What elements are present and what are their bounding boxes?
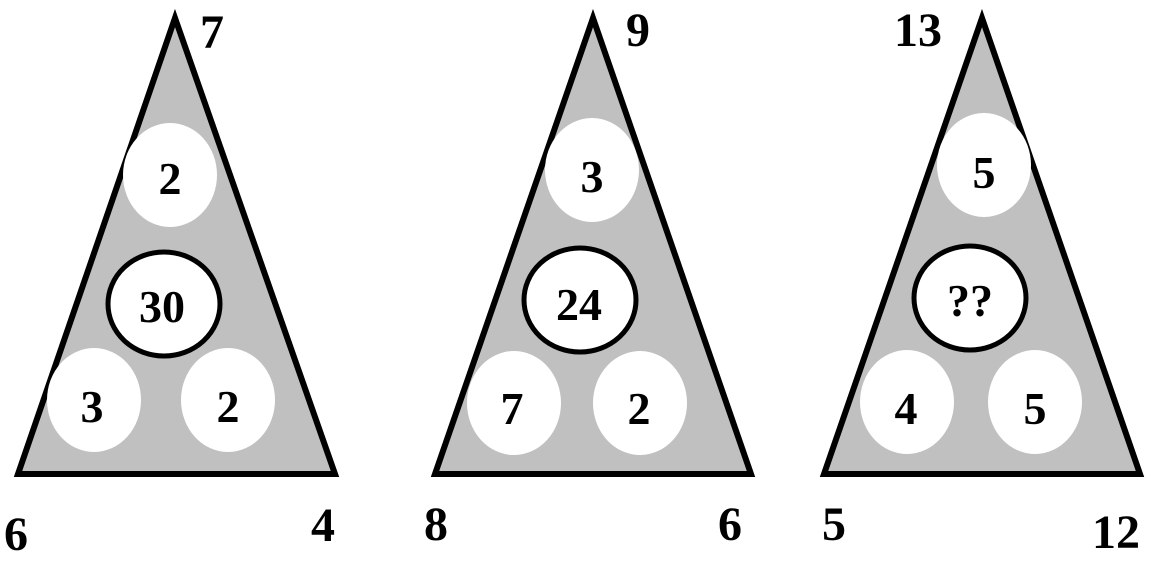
bottom-right-circle [988,350,1082,454]
center-ellipse [911,243,1029,353]
center-value: 30 [139,281,185,332]
bottom-right-circle-value: 5 [1024,383,1047,434]
bottom-right-corner-value: 4 [311,499,335,552]
top-corner-value: 13 [894,4,942,57]
bottom-left-circle [860,350,954,454]
bottom-left-corner-value: 5 [822,498,846,551]
bottom-left-circle-value: 7 [501,383,524,434]
bottom-right-circle [181,348,275,452]
bottom-left-circle [467,351,561,455]
top-circle-value: 5 [973,147,996,198]
bottom-left-corner-value: 8 [424,498,448,551]
top-circle-value: 2 [159,153,182,204]
triangle-puzzle-3: 5 ?? 4 5 13 5 12 [819,4,1145,559]
center-ellipse [105,249,223,359]
bottom-left-circle-value: 4 [895,383,918,434]
bottom-left-circle-value: 3 [81,381,104,432]
top-corner-value: 9 [626,4,650,57]
bottom-left-circle [47,348,141,452]
center-value: 24 [556,279,602,330]
bottom-right-circle [593,351,687,455]
top-circle [937,113,1031,217]
top-corner-value: 7 [200,6,224,59]
top-circle [123,123,217,227]
top-circle-value: 3 [581,151,604,202]
center-value: ?? [947,275,993,326]
center-ellipse [521,245,639,355]
bottom-left-corner-value: 6 [4,508,28,560]
triangle-puzzle-1: 2 30 3 2 7 6 4 [4,6,340,561]
bottom-right-circle-value: 2 [628,383,651,434]
triangle-puzzle-2: 3 24 7 2 9 8 6 [424,4,756,551]
bottom-right-corner-value: 6 [718,498,742,551]
top-circle [545,118,639,222]
bottom-right-circle-value: 2 [217,381,240,432]
bottom-right-corner-value: 12 [1092,506,1140,559]
